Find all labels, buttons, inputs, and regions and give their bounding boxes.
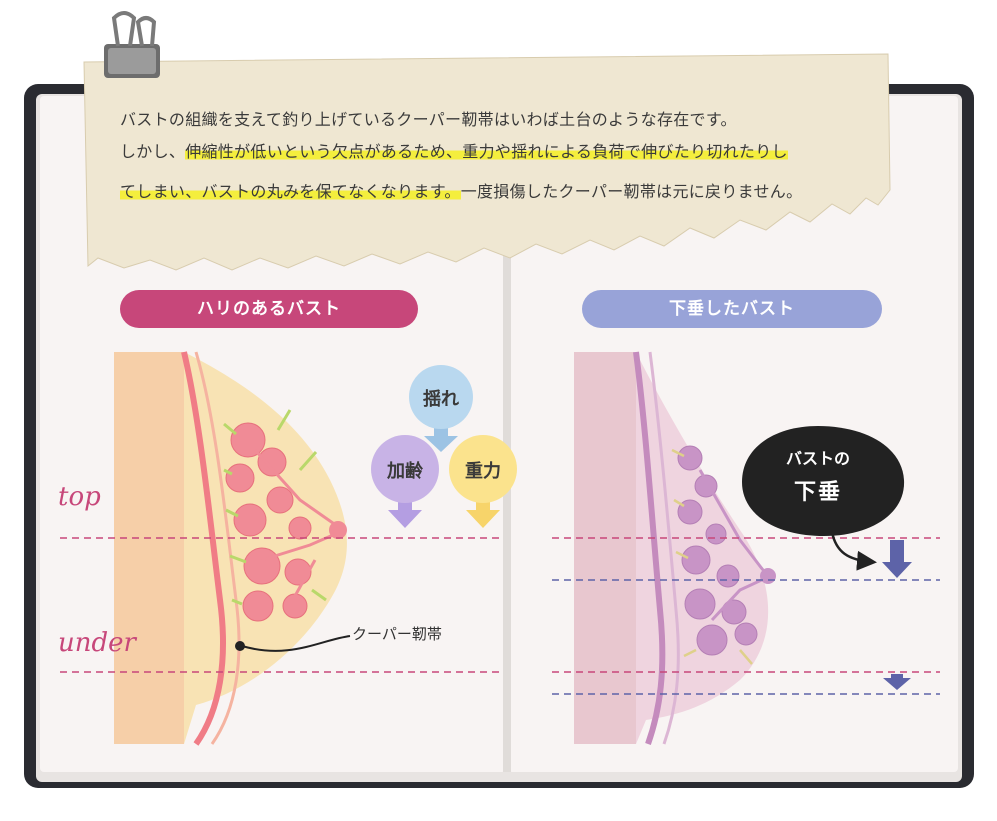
badge-text-line-2: 下垂	[793, 480, 842, 505]
sagging-bust-illustration	[574, 351, 776, 745]
cooper-ligament-label: クーパー靭帯	[352, 625, 442, 643]
torn-paper-note	[83, 53, 891, 271]
note-line-2: しかし、伸縮性が低いという欠点があるため、重力や揺れによる負荷で伸びたり切れたり…	[120, 138, 788, 162]
paper-clip-icon	[104, 11, 160, 78]
note-line-3: てしまい、バストの丸みを保てなくなります。一度損傷したクーパー靭帯は元に戻りませ…	[120, 178, 802, 202]
under-level-label: under	[58, 628, 136, 658]
aging-circle	[371, 435, 439, 503]
firm-bust-title: ハリのあるバスト	[120, 290, 418, 328]
top-level-label: top	[58, 482, 101, 512]
firm-bust-illustration	[114, 351, 351, 746]
gravity-label: 重力	[465, 461, 501, 482]
note-line-3-highlight: てしまい、バストの丸みを保てなくなります。	[120, 182, 461, 201]
notebook-spine	[503, 96, 511, 772]
note-line-1: バストの組織を支えて釣り上げているクーパー靭帯はいわば土台のような存在です。	[120, 110, 737, 129]
down-arrow-icon	[882, 540, 912, 578]
note-line-2-plain: しかし、	[120, 142, 186, 161]
gravity-circle	[449, 435, 517, 503]
sagging-badge	[742, 426, 905, 536]
note-line-2-highlight: 伸縮性が低いという欠点があるため、重力や揺れによる負荷で伸びたり切れたりし	[185, 142, 788, 161]
aging-label: 加齢	[387, 461, 423, 482]
down-arrow-small-icon	[883, 674, 911, 690]
shake-label: 揺れ	[423, 389, 459, 410]
explanation-note: バストの組織を支えて釣り上げているクーパー靭帯はいわば土台のような存在です。 し…	[84, 54, 884, 264]
shake-circle	[409, 365, 473, 429]
badge-text-line-1: バストの	[785, 449, 850, 468]
badge-arrow	[830, 531, 877, 571]
note-line-3-plain: 一度損傷したクーパー靭帯は元に戻りません。	[460, 182, 803, 201]
sagging-bust-title: 下垂したバスト	[582, 290, 882, 328]
